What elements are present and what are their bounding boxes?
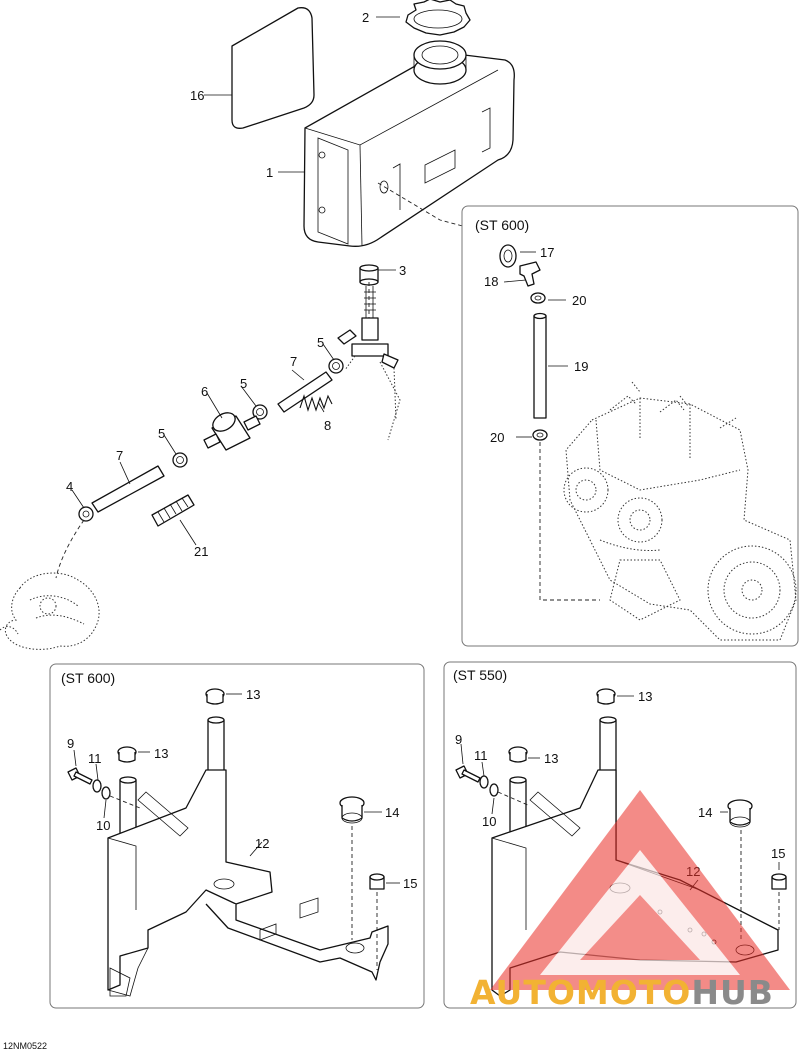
- callout-1: 1: [266, 165, 273, 180]
- watermark-text-automoto: AUTOMOTO: [470, 973, 691, 1012]
- callout-12: 12: [255, 836, 269, 851]
- callout-10: 10: [482, 814, 496, 829]
- callout-14: 14: [698, 805, 712, 820]
- callout-8: 8: [324, 418, 331, 433]
- svg-text:AUTOMOTOHUB: AUTOMOTOHUB: [470, 973, 774, 1012]
- callout-11: 11: [474, 748, 488, 763]
- clamp-20: [532, 429, 548, 441]
- grommet-14: [339, 796, 365, 824]
- washer-11: [92, 779, 102, 793]
- plug-13: [205, 688, 225, 705]
- callout-9: 9: [455, 732, 462, 747]
- callout-19: 19: [574, 359, 588, 374]
- callout-20: 20: [572, 293, 586, 308]
- plug-13: [596, 688, 616, 705]
- tank-cap-2: [405, 0, 471, 36]
- callout-17: 17: [540, 245, 554, 260]
- hose-7: [91, 465, 165, 513]
- callout-13: 13: [638, 689, 652, 704]
- bracket-12: [107, 769, 389, 997]
- callout-15: 15: [771, 846, 785, 861]
- hose-7: [277, 371, 333, 413]
- callout-2: 2: [362, 10, 369, 25]
- plug-13: [117, 746, 137, 763]
- callout-16: 16: [190, 88, 204, 103]
- clamp-5: [172, 452, 188, 468]
- callout-6: 6: [201, 384, 208, 399]
- callout-21: 21: [194, 544, 208, 559]
- engine-outline: [563, 381, 797, 641]
- spacer-10: [489, 783, 499, 797]
- spring-8: [299, 394, 333, 412]
- tee-fitting: [337, 317, 399, 369]
- clamp-20: [530, 292, 546, 304]
- callout-5: 5: [158, 426, 165, 441]
- callout-11: 11: [88, 751, 102, 766]
- callout-15: 15: [403, 876, 417, 891]
- grommet-14: [727, 799, 753, 828]
- callout-4: 4: [66, 479, 73, 494]
- callout-9: 9: [67, 736, 74, 751]
- spacer-10: [101, 786, 111, 800]
- diagram-code: 12NM0522: [3, 1041, 47, 1051]
- grommet-17: [499, 244, 517, 268]
- elbow-fitting-18: [519, 261, 541, 287]
- bracket-550-title: (ST 550): [453, 667, 507, 683]
- callout-5: 5: [240, 376, 247, 391]
- callout-13: 13: [246, 687, 260, 702]
- engine-panel-title: (ST 600): [475, 217, 529, 233]
- plug-13: [508, 746, 528, 763]
- callout-7: 7: [116, 448, 123, 463]
- clamp-5: [328, 358, 344, 374]
- callout-5: 5: [317, 335, 324, 350]
- oil-filter-6: [203, 412, 261, 451]
- bracket-600-title: (ST 600): [61, 670, 115, 686]
- watermark-text-hub: HUB: [691, 973, 774, 1012]
- callout-10: 10: [96, 818, 110, 833]
- callout-18: 18: [484, 274, 498, 289]
- washer-11: [479, 775, 489, 789]
- callout-14: 14: [385, 805, 399, 820]
- pad-16: [231, 7, 315, 129]
- nut-15: [369, 873, 385, 890]
- fitting-4: [78, 506, 94, 522]
- oil-pump-outline: [0, 572, 100, 650]
- bolt-9: [67, 767, 93, 785]
- hose-19: [533, 315, 547, 419]
- engine-panel: (ST 600): [461, 205, 799, 647]
- clamp-5: [252, 404, 268, 420]
- watermark-triangle-core: [580, 895, 700, 960]
- oil-tank-assembly: [0, 0, 515, 650]
- spring-21: [151, 494, 195, 527]
- oil-tank-1: [303, 40, 515, 247]
- nut-15: [771, 873, 787, 890]
- bolt-9: [455, 765, 481, 783]
- watermark-logo: [490, 790, 790, 990]
- callout-13: 13: [544, 751, 558, 766]
- callout-20: 20: [490, 430, 504, 445]
- bracket-600-panel: (ST 600): [49, 663, 425, 1009]
- callout-13: 13: [154, 746, 168, 761]
- watermark-text: AUTOMOTOHUB: [470, 973, 774, 1012]
- callout-7: 7: [290, 354, 297, 369]
- callout-3: 3: [399, 263, 406, 278]
